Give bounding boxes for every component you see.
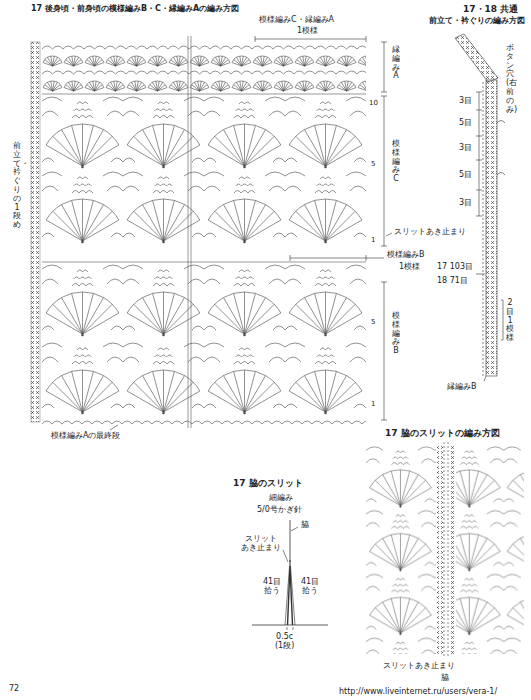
main-chart: [31, 42, 40, 422]
main-chart: [42, 42, 366, 92]
slit-schematic: [285, 560, 295, 625]
bracket-line: [381, 282, 387, 420]
slit-chart: [444, 442, 448, 658]
row-number: 5: [370, 160, 376, 168]
side-label: 脇: [440, 673, 450, 682]
row-number: 1: [370, 400, 376, 408]
stitch-count: 3目: [458, 96, 473, 105]
slit-label: スリット あき止まり: [240, 534, 282, 552]
band-label: 前立て・衿ぐりの1段め: [12, 142, 22, 230]
stitch-count: 5目: [458, 118, 473, 127]
chart-title: 17 脇のスリットの編み方図: [384, 428, 501, 438]
stitch-count: 5目: [458, 170, 473, 179]
slit-schematic: [252, 625, 328, 626]
row-number: 10: [368, 99, 379, 107]
bracket-line: [381, 96, 387, 246]
stitch-count: 3目: [458, 198, 473, 207]
slit-label: スリットあき止まり: [393, 227, 467, 236]
pattern-label: 模様編みB: [386, 250, 426, 259]
front-band-chart: [455, 34, 498, 82]
main-chart: [42, 96, 366, 246]
side-label: 脇: [300, 520, 310, 529]
front-band-chart: [497, 121, 505, 176]
pickup-label: 41目 拾う: [300, 577, 320, 595]
hook-label: 5/0号かぎ針: [256, 505, 303, 514]
bracket-line: [110, 36, 392, 430]
stitch-count: 3目: [458, 143, 473, 152]
slit-schematic: [290, 520, 291, 562]
page-number: 72: [8, 684, 20, 693]
slit-schematic: [288, 566, 293, 625]
slit-chart: [366, 446, 436, 654]
main-chart: [42, 419, 366, 425]
slit-chart: [456, 446, 524, 654]
front-band-chart: [483, 82, 484, 376]
stitch-count: 17 103目: [436, 262, 474, 271]
slit-schematic: [287, 627, 293, 630]
slit-chart: [437, 446, 443, 654]
stitch-count: 18 71目: [436, 276, 469, 285]
section-label: 模様編みC: [391, 140, 401, 184]
repeat-label: 1模様: [296, 26, 319, 35]
slit-schematic: [283, 527, 298, 562]
bracket-line: [110, 425, 118, 430]
buttonhole-label: ボタン穴(右前のみ): [505, 44, 515, 114]
slit-label: スリットあき止まり: [382, 661, 456, 670]
pickup-label: 41目 拾う: [262, 577, 282, 595]
pattern-label: 模様編みC・縁編みA: [258, 15, 335, 24]
bracket-line: [255, 36, 366, 42]
slit-chart: [366, 442, 524, 658]
front-band-chart: [455, 34, 505, 381]
main-chart: [42, 264, 366, 420]
front-band-chart: [476, 92, 482, 216]
slit-chart: [449, 446, 455, 654]
front-band-chart: [486, 80, 497, 376]
bracket-line: [386, 233, 392, 236]
chart-title: 前立て・衿ぐりの編み方図: [428, 16, 526, 25]
bracket-line: [290, 255, 384, 261]
chart-title: 17 脇のスリット: [232, 478, 304, 488]
dimension-label: 0.5c (1段): [274, 632, 295, 650]
section-label: 模様編みB: [391, 312, 401, 356]
repeat-label: 2目1模様: [505, 299, 515, 343]
bracket-line: [381, 42, 387, 92]
repeat-label: 1模様: [398, 262, 421, 271]
front-band-chart: [476, 274, 503, 381]
stitch-label: 細編み: [268, 493, 294, 502]
chart-title: 17 後身頃・前身頃の模様編みB・C・縁編みAの編み方図: [30, 4, 240, 13]
row-number: 1: [370, 236, 376, 244]
edge-label: 模様編みAの最終段: [50, 431, 121, 440]
main-chart: [31, 36, 366, 428]
section-label: 縁編みA: [391, 46, 401, 81]
main-chart: [42, 36, 366, 428]
chart-title: 17・18 共通: [462, 4, 519, 14]
watermark: http://www.liveinternet.ru/users/vera-1/: [338, 687, 498, 696]
row-number: 5: [370, 318, 376, 326]
edge-label: 縁編みB: [446, 382, 478, 391]
